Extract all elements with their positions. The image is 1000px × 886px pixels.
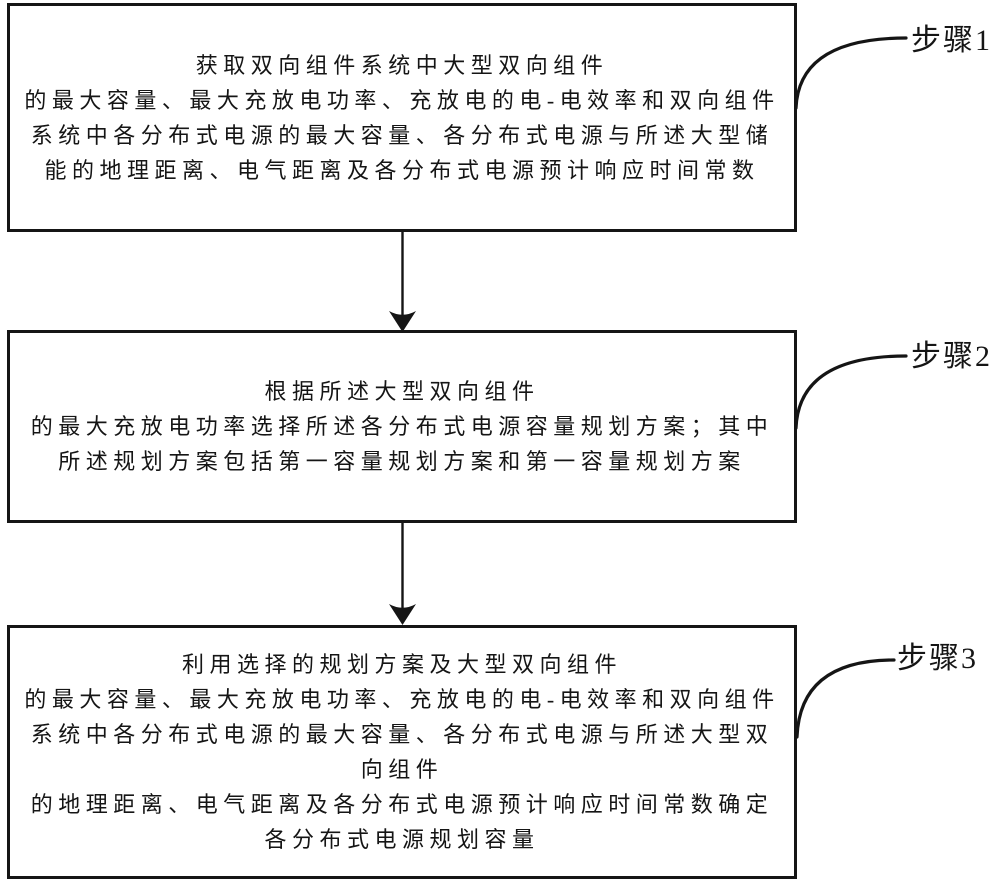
step-1-text-line: 的最大容量、最大充放电功率、充放电的电-电效率和双向组件 xyxy=(24,87,780,113)
step-3-text-line: 的地理距离、电气距离及各分布式电源预计响应时间常数确定 xyxy=(30,792,774,817)
step-1-text-line: 获取双向组件系统中大型双向组件 xyxy=(195,52,609,78)
step-3-box: 利用选择的规划方案及大型双向组件 的最大容量、最大充放电功率、充放电的电-电效率… xyxy=(7,625,797,879)
step-3-text-line: 系统中各分布式电源的最大容量、各分布式电源与所述大型双 xyxy=(30,722,774,747)
step-1-text-line: 能的地理距离、电气距离及各分布式电源预计响应时间常数 xyxy=(44,157,760,183)
step-3-text-line: 利用选择的规划方案及大型双向组件 xyxy=(181,652,622,677)
step-2-text-line: 的最大充放电功率选择所述各分布式电源容量规划方案；其中 xyxy=(30,414,774,439)
flow-arrow-1 xyxy=(389,232,416,332)
step-2-box: 根据所述大型双向组件 的最大充放电功率选择所述各分布式电源容量规划方案；其中 所… xyxy=(7,330,797,523)
step-2-text-line: 所述规划方案包括第一容量规划方案和第一容量规划方案 xyxy=(58,449,746,474)
step-3-label: 步骤3 xyxy=(897,642,978,675)
step-3-text-line: 各分布式电源规划容量 xyxy=(264,827,540,852)
step-2-label: 步骤2 xyxy=(911,340,992,373)
step-3-text-line: 的最大容量、最大充放电功率、充放电的电-电效率和双向组件 xyxy=(24,687,780,712)
step-2-text-line: 根据所述大型双向组件 xyxy=(264,379,540,404)
flow-arrow-2 xyxy=(389,523,416,625)
step-3-text-line: 向组件 xyxy=(360,757,444,782)
step-3-connector xyxy=(795,658,896,739)
step-1-text-line: 系统中各分布式电源的最大容量、各分布式电源与所述大型储 xyxy=(30,122,774,148)
step-1-box: 获取双向组件系统中大型双向组件 的最大容量、最大充放电功率、充放电的电-电效率和… xyxy=(7,3,797,232)
step-1-connector xyxy=(794,36,908,110)
step-1-label: 步骤1 xyxy=(911,24,992,57)
step-2-connector xyxy=(794,354,908,430)
